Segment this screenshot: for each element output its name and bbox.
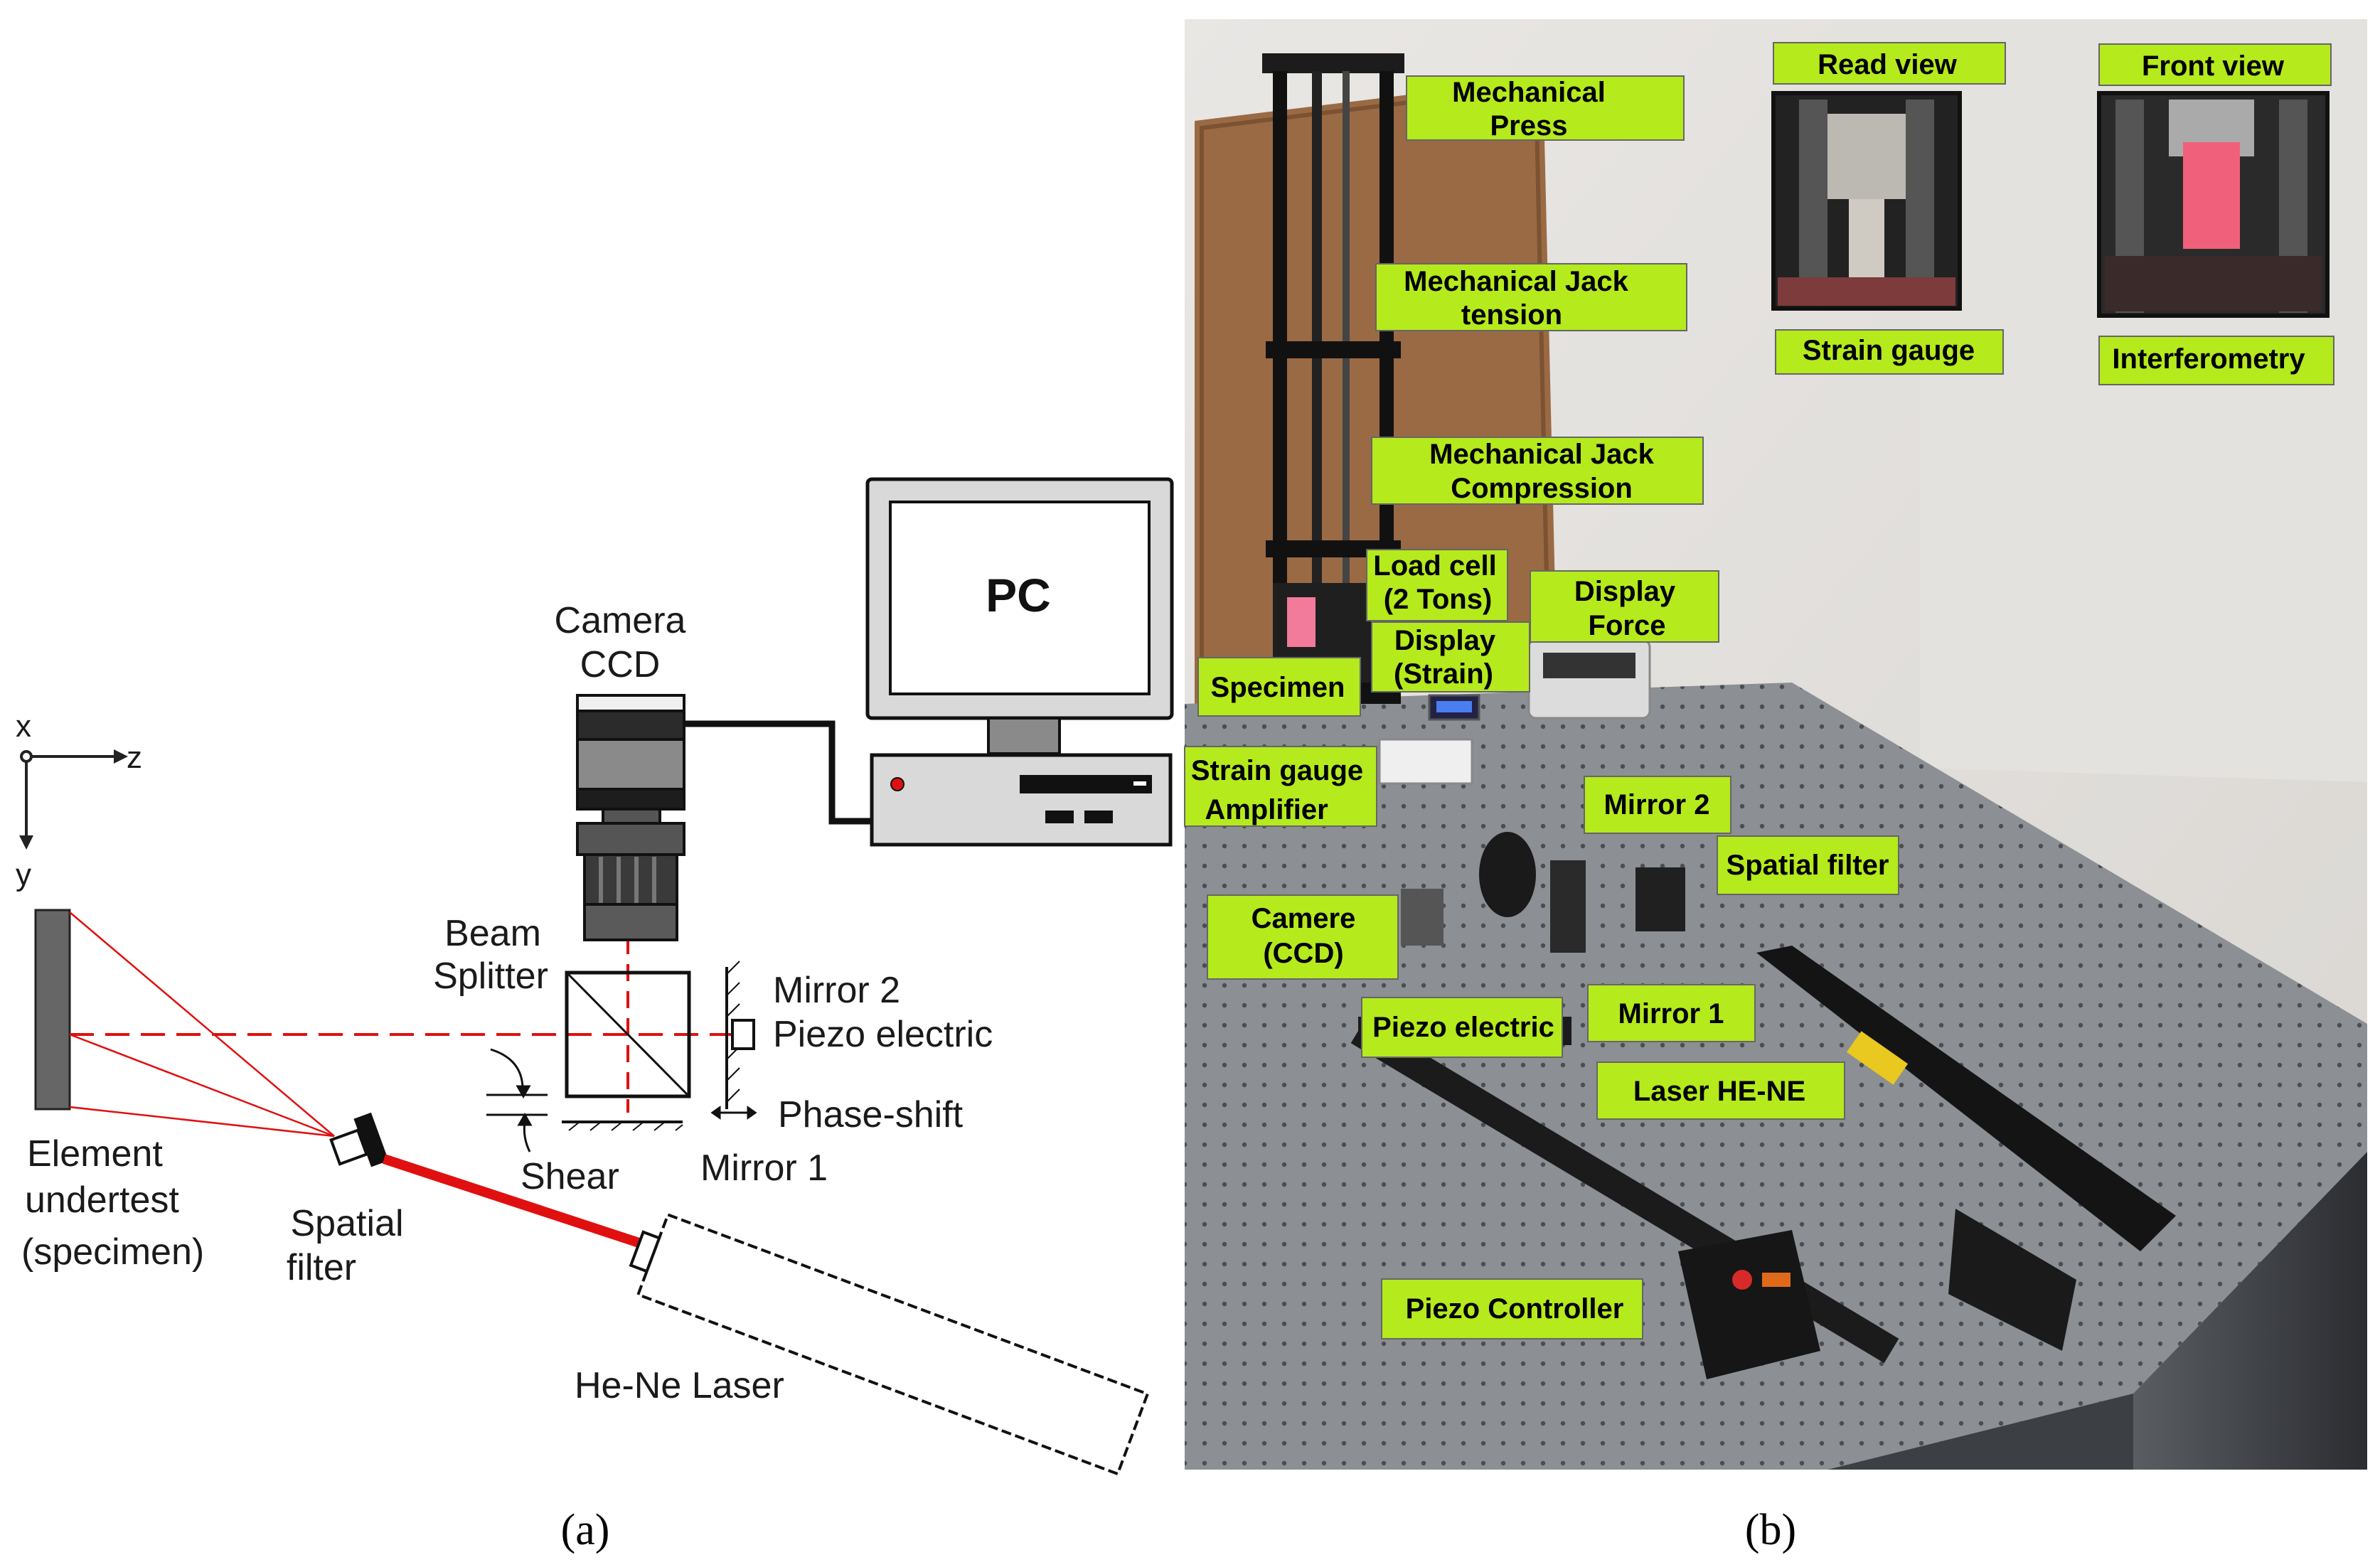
tag-front-view-text: Front view [2142, 50, 2285, 82]
tag-jack-compression-line1: Mechanical Jack [1429, 439, 1654, 470]
panel-b-photo: Mechanical Press Mechanical Jack tension… [1184, 19, 2367, 1554]
phase-shift-label: Phase-shift [778, 1094, 964, 1135]
mirror-2 [725, 961, 755, 1109]
tag-mechanical-press: Mechanical Press [1406, 75, 1685, 141]
tag-spatial-filter-text: Spatial filter [1727, 850, 1889, 881]
tag-piezo-controller-text: Piezo Controller [1406, 1293, 1624, 1325]
tag-laser-text: Laser HE-NE [1633, 1076, 1805, 1107]
caption-a: (a) [561, 1506, 610, 1554]
axis-y-label: y [16, 857, 31, 892]
beam-splitter [565, 970, 691, 1098]
pc-label: PC [986, 569, 1051, 621]
tag-jack-compression-line2: Compression [1451, 473, 1633, 504]
tag-camera-line1: Camere [1252, 903, 1356, 934]
tag-display-force: Display Force [1530, 570, 1719, 643]
tag-front-view: Front view [2098, 43, 2332, 86]
tag-load-cell-line2: (2 Tons) [1384, 584, 1493, 615]
axis-z-label: z [127, 740, 142, 775]
tag-piezo-controller: Piezo Controller [1381, 1278, 1643, 1339]
mirror1-label: Mirror 1 [700, 1148, 828, 1189]
tag-strain-gauge: Strain gauge [1775, 329, 2004, 375]
tag-mirror2-text: Mirror 2 [1604, 789, 1710, 820]
mirror2-label: Mirror 2 [773, 970, 900, 1011]
tag-interferometry-text: Interferometry [2112, 343, 2305, 375]
camera-label-line2: CCD [580, 644, 661, 685]
illumination-rays [69, 911, 335, 1138]
inset-front-view [2097, 91, 2330, 318]
tag-strain-amp: Strain gauge Amplifier [1184, 746, 1377, 827]
tag-camera: Camere (CCD) [1207, 894, 1399, 980]
laser-label: He-Ne Laser [575, 1365, 784, 1406]
tag-mirror2: Mirror 2 [1584, 776, 1731, 834]
tag-laser: Laser HE-NE [1596, 1061, 1845, 1120]
tag-strain-amp-line1: Strain gauge [1191, 755, 1363, 786]
tag-spatial-filter: Spatial filter [1717, 835, 1899, 895]
tag-interferometry: Interferometry [2098, 336, 2334, 385]
inset-read-view [1771, 91, 1962, 311]
element-label-line3: (specimen) [21, 1231, 204, 1273]
element-label-line1: Element [27, 1133, 163, 1175]
tag-specimen-text: Specimen [1211, 672, 1345, 703]
phase-shift-arrow [710, 1106, 757, 1120]
mirror-1 [562, 1121, 683, 1131]
tag-mechanical-press-line2: Press [1490, 110, 1568, 141]
spatial-filter-label-line2: filter [287, 1247, 356, 1288]
tag-read-view: Read view [1773, 42, 2006, 85]
tag-piezo-electric-text: Piezo electric [1372, 1012, 1554, 1043]
spatial-filter-label-line1: Spatial [291, 1203, 404, 1244]
tag-strain-gauge-text: Strain gauge [1803, 335, 1975, 366]
tag-display-force-line1: Display [1574, 576, 1676, 607]
tag-read-view-text: Read view [1818, 49, 1958, 80]
pc-computer [865, 477, 1174, 847]
element-label-line2: undertest [25, 1180, 179, 1221]
tag-display-strain-line2: (Strain) [1394, 658, 1493, 690]
tag-piezo-electric: Piezo electric [1361, 997, 1563, 1058]
spatial-filter-element [329, 1112, 389, 1167]
laser-tube [1756, 946, 2176, 1351]
tag-jack-tension-line2: tension [1461, 299, 1562, 331]
tag-display-strain: Display (Strain) [1371, 621, 1530, 692]
display-devices [1378, 638, 1651, 785]
tag-camera-line2: (CCD) [1263, 938, 1343, 969]
tag-mirror1: Mirror 1 [1587, 984, 1756, 1042]
tag-jack-compression: Mechanical Jack Compression [1371, 437, 1704, 505]
tag-jack-tension: Mechanical Jack tension [1375, 263, 1687, 331]
caption-b: (b) [1745, 1506, 1796, 1554]
camera-ccd [576, 694, 685, 941]
camera-label-line1: Camera [555, 600, 686, 641]
shear-marker [486, 1048, 548, 1152]
tag-mirror1-text: Mirror 1 [1618, 998, 1724, 1029]
shear-label: Shear [521, 1156, 619, 1197]
tag-strain-amp-line2: Amplifier [1205, 794, 1328, 825]
axes-icon [19, 749, 128, 850]
beam-splitter-label-line2: Splitter [433, 956, 548, 997]
axis-x-label: x [16, 709, 31, 744]
tag-display-force-line2: Force [1589, 610, 1666, 641]
piezo-label: Piezo electric [773, 1014, 993, 1055]
laser-beam [382, 1154, 667, 1256]
piezo-controller [1678, 1230, 1820, 1379]
panel-a-schematic: x z y [16, 477, 1174, 1554]
beam-splitter-label-line1: Beam [444, 913, 541, 954]
tag-load-cell-line1: Load cell [1373, 550, 1496, 582]
tag-jack-tension-line1: Mechanical Jack [1404, 266, 1628, 297]
tag-specimen: Specimen [1197, 657, 1361, 717]
specimen-plate [34, 909, 71, 1111]
tag-display-strain-line1: Display [1394, 625, 1496, 656]
he-ne-laser [629, 1212, 1150, 1476]
tag-mechanical-press-line1: Mechanical [1452, 77, 1606, 108]
camera-cable [684, 720, 875, 825]
tag-load-cell: Load cell (2 Tons) [1366, 549, 1508, 621]
